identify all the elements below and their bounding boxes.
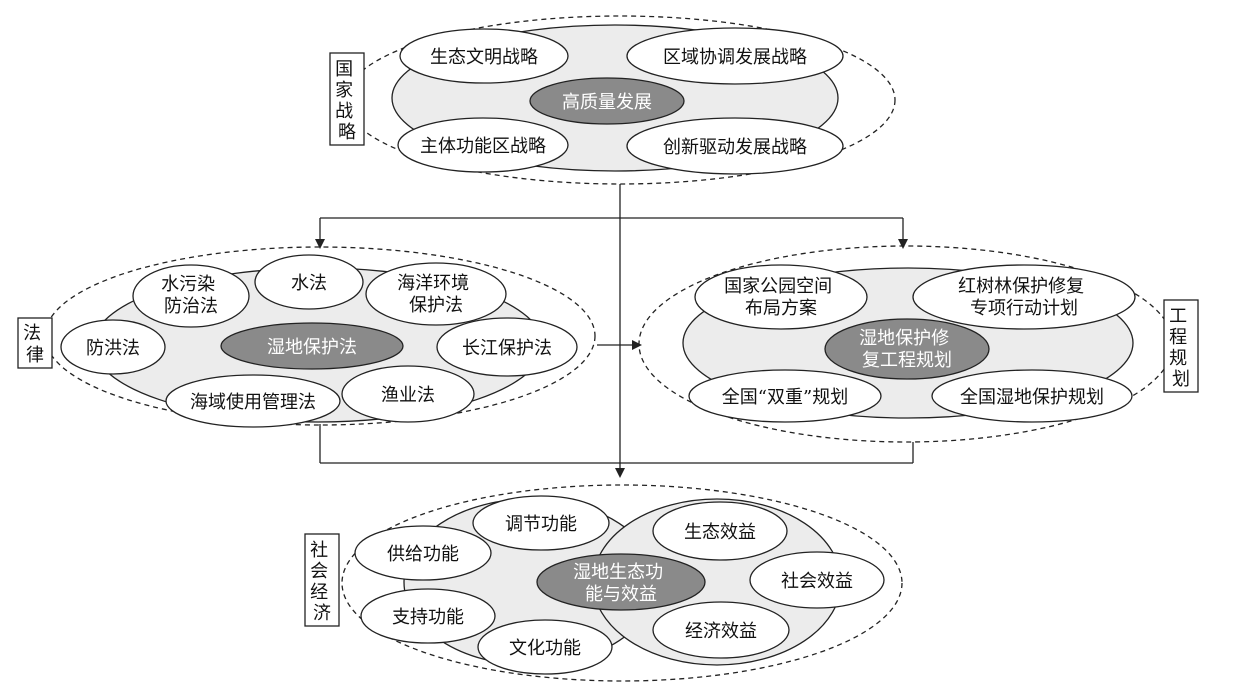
- national-item-4: [626, 117, 844, 175]
- engineering-item-double: [688, 369, 882, 423]
- national-item-2-text: 区域协调发展战略: [663, 47, 807, 68]
- socio-item-ecological: [652, 501, 788, 561]
- law-item-yangtze: [436, 317, 578, 377]
- socio-outer-dashed-ellipse: [341, 484, 903, 682]
- engineering-center-text: 湿地保护修 复工程规划: [859, 328, 955, 371]
- law-item-flood-text: 防洪法: [86, 338, 140, 359]
- law-outer-dashed-ellipse: [44, 246, 596, 426]
- socio-item-cultural: [477, 619, 613, 675]
- socio-item-regulating-text: 调节功能: [505, 514, 577, 535]
- socio-item-social-text: 社会效益: [781, 571, 853, 592]
- national-item-3-text: 主体功能区战略: [420, 136, 546, 157]
- engineering-item-mangrove-text: 红树林保护修复 专项行动计划: [958, 276, 1090, 319]
- socio-group: 调节功能 供给功能 支持功能 文化功能 生态效益 社会效益 经济效益 湿地生态功…: [304, 484, 903, 682]
- socio-item-supply-text: 供给功能: [387, 544, 459, 565]
- law-item-water-text: 水法: [291, 273, 327, 294]
- socio-item-economic-text: 经济效益: [685, 621, 757, 642]
- engineering-center-ellipse: [824, 318, 990, 380]
- law-item-water-pollution: [132, 264, 250, 328]
- national-item-2: [626, 27, 844, 85]
- law-label: 法 律: [23, 323, 47, 366]
- socio-center-text: 湿地生态功 能与效益: [573, 562, 669, 605]
- law-center-text: 湿地保护法: [267, 337, 357, 358]
- law-item-yangtze-text: 长江保护法: [462, 338, 552, 359]
- connectors: [315, 184, 914, 478]
- socio-label: 社 会 经 济: [310, 540, 334, 624]
- socio-label-box: [304, 533, 340, 627]
- law-item-sea-area-text: 海域使用管理法: [190, 392, 316, 413]
- national-label-box: [329, 52, 365, 146]
- law-item-fishery: [341, 365, 475, 423]
- national-center-text: 高质量发展: [562, 92, 652, 113]
- socio-item-regulating: [472, 495, 610, 551]
- engineering-item-park: [694, 264, 868, 330]
- socio-item-economic: [652, 601, 790, 659]
- socio-item-cultural-text: 文化功能: [509, 638, 581, 659]
- law-item-fishery-text: 渔业法: [381, 385, 435, 406]
- national-strategy-group: 生态文明战略 区域协调发展战略 主体功能区战略 创新驱动发展战略 高质量发展 国…: [329, 15, 896, 185]
- socio-item-supply: [354, 525, 492, 581]
- law-item-marine: [365, 262, 507, 326]
- national-item-3: [397, 117, 569, 173]
- engineering-item-wetland-plan-text: 全国湿地保护规划: [960, 387, 1104, 408]
- socio-item-support-text: 支持功能: [392, 607, 464, 628]
- law-item-sea-area: [165, 374, 341, 428]
- national-item-4-text: 创新驱动发展战略: [663, 137, 807, 158]
- engineering-label: 工 程 规 划: [1169, 306, 1193, 390]
- socio-item-support: [360, 588, 496, 644]
- law-center-ellipse: [220, 322, 404, 370]
- law-label-box: [17, 317, 53, 369]
- national-center-ellipse: [529, 77, 685, 125]
- engineering-item-double-text: 全国“双重”规划: [722, 387, 848, 408]
- engineering-item-wetland-plan: [931, 369, 1133, 423]
- law-item-marine-text: 海洋环境 保护法: [397, 273, 475, 316]
- engineering-item-park-text: 国家公园空间 布局方案: [724, 276, 838, 319]
- socio-item-ecological-text: 生态效益: [684, 522, 756, 543]
- socio-center-ellipse: [536, 553, 706, 611]
- socio-item-social: [749, 551, 885, 609]
- engineering-item-mangrove: [912, 264, 1136, 330]
- law-item-water-pollution-text: 水污染 防治法: [161, 274, 221, 317]
- law-item-water: [254, 254, 364, 310]
- engineering-label-box: [1163, 299, 1199, 393]
- law-group: 水污染 防治法 水法 海洋环境 保护法 防洪法 长江保护法 海域使用管理法 渔业…: [17, 246, 596, 428]
- national-label: 国 家 战 略: [335, 59, 359, 143]
- national-item-1: [399, 28, 569, 84]
- law-item-flood: [60, 319, 166, 375]
- engineering-group: 国家公园空间 布局方案 红树林保护修复 专项行动计划 全国“双重”规划 全国湿地…: [638, 245, 1199, 443]
- national-item-1-text: 生态文明战略: [430, 47, 538, 68]
